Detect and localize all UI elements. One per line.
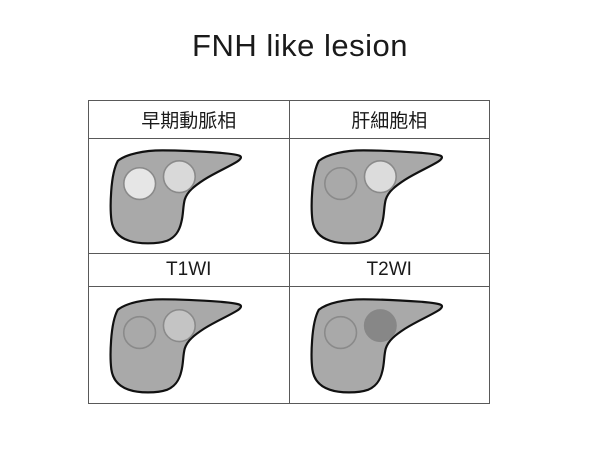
phase-comparison-table: 早期動脈相 肝細胞相 T1WI T2WI xyxy=(88,100,490,404)
lesion-right-circle xyxy=(162,308,196,343)
lesion-right-circle xyxy=(162,160,196,194)
liver-diagram-t2wi xyxy=(310,298,443,394)
header-early-arterial-phase: 早期動脈相 xyxy=(89,101,290,139)
lesion-right-circle xyxy=(363,160,397,194)
liver-diagram-hepatobiliary xyxy=(310,149,443,245)
diagram-cell-early-arterial xyxy=(89,139,290,254)
label-t2wi: T2WI xyxy=(289,254,490,287)
label-t1wi: T1WI xyxy=(89,254,290,287)
slide-title: FNH like lesion xyxy=(192,28,408,63)
header-hepatocyte-phase: 肝細胞相 xyxy=(289,101,490,139)
lesion-left-circle xyxy=(323,315,357,350)
diagram-cell-t2wi xyxy=(289,287,490,404)
diagram-cell-t1wi xyxy=(89,287,290,404)
lesion-left-circle xyxy=(323,166,357,201)
lesion-left-circle xyxy=(122,315,157,350)
lesion-right-circle xyxy=(363,309,397,343)
liver-diagram-t1wi xyxy=(109,298,243,394)
diagram-cell-hepatobiliary xyxy=(289,139,490,254)
lesion-left-circle xyxy=(123,166,157,201)
liver-diagram-early-arterial xyxy=(109,149,242,245)
